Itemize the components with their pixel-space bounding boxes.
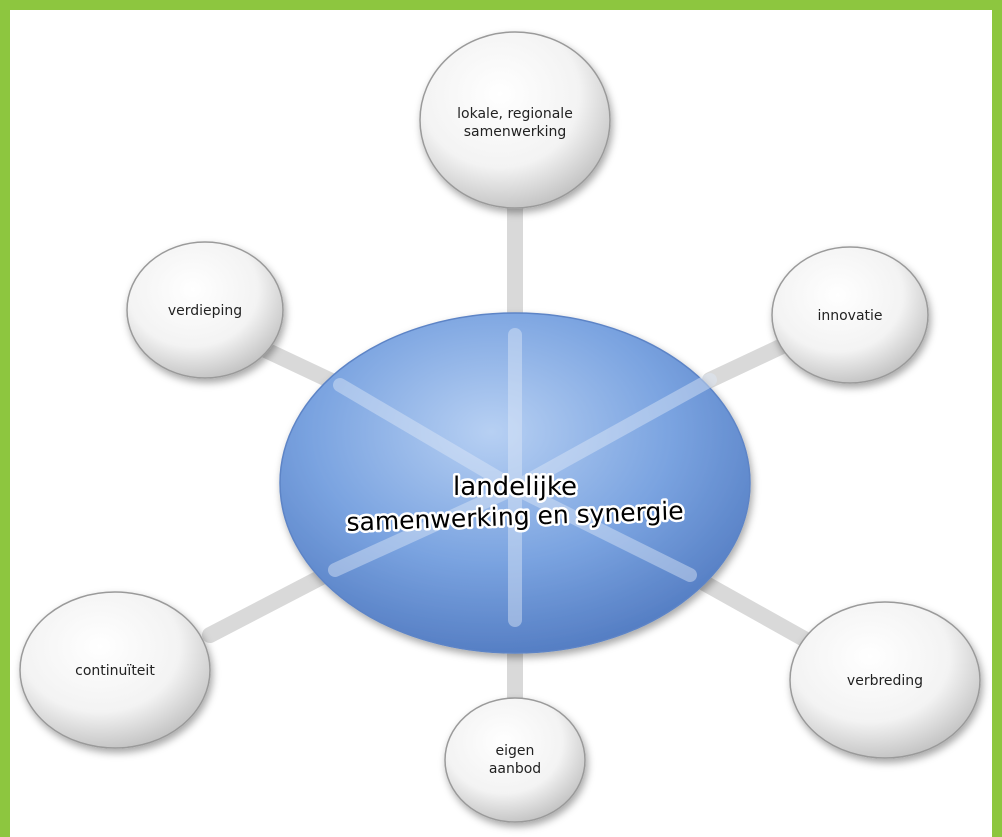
hub-sphere [279, 312, 751, 654]
hub-label-line-1: landelijke [453, 472, 577, 502]
connector-continuiteit [202, 562, 343, 643]
node-continuiteit: continuïteit [19, 591, 211, 749]
diagram-frame: landelijke samenwerking en synergie loka… [10, 10, 992, 837]
connector-verdieping [247, 337, 348, 393]
node-innovatie: innovatie [771, 246, 929, 384]
node-verbreding: verbreding [789, 601, 981, 759]
node-innovatie-label: innovatie [817, 308, 882, 324]
inner-connectors [328, 328, 717, 627]
node-eigen-aanbod: eigen aanbod [444, 697, 586, 823]
node-eigen-aanbod-line-1: eigen [496, 743, 535, 759]
hub-spoke-diagram: landelijke samenwerking en synergie loka… [19, 31, 981, 823]
node-lokale-line-1: lokale, regionale [457, 106, 573, 122]
connector-verbreding [682, 567, 823, 653]
node-verbreding-label: verbreding [847, 673, 923, 689]
node-verdieping: verdieping [126, 241, 284, 379]
node-continuiteit-label: continuïteit [75, 663, 155, 679]
node-lokale-line-2: samenwerking [464, 124, 567, 140]
node-lokale: lokale, regionale samenwerking [419, 31, 611, 209]
node-eigen-aanbod-line-2: aanbod [489, 761, 541, 777]
node-verdieping-label: verdieping [168, 303, 242, 319]
